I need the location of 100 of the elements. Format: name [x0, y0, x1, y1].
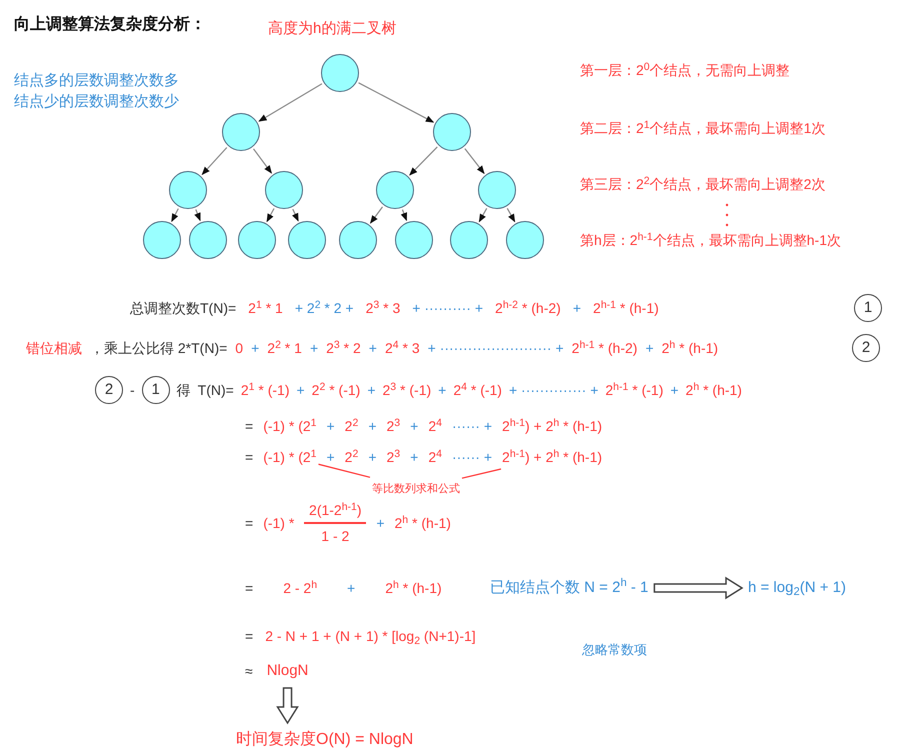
formula-term: +: [368, 339, 377, 358]
formula-term: 2$^{3}$ * 2: [326, 338, 361, 358]
note-text: 结点多的层数调整次数多: [14, 71, 179, 91]
equals-sign: =: [245, 579, 254, 598]
formula-term: 2$^{h}$ * (h-1): [686, 380, 742, 400]
formula-term: +: [368, 448, 376, 467]
circled-number: 2: [852, 334, 880, 362]
formula-term: 2$^{h-1}$ * (h-2): [572, 338, 638, 358]
formula-term: 2$^{1}$ * (-1): [240, 380, 290, 400]
formula-term: +: [326, 417, 335, 436]
formula-term: 2$^{h}$ * (h-1): [662, 338, 718, 358]
minus-sign: -: [130, 381, 135, 400]
formula-term: 2 - N + 1 + (N + 1) * [log$_{2}$ (N+1)-1]: [265, 627, 476, 646]
tree-caption: 高度为h的满二叉树: [268, 19, 396, 39]
annotation-text: 等比数列求和公式: [372, 478, 460, 500]
equals-sign: =: [245, 448, 254, 467]
arrow: [253, 148, 272, 174]
level-note: 第三层：2$^{2}$个结点，最坏需向上调整2次: [580, 174, 826, 194]
equals-sign: =: [245, 514, 254, 533]
circled-number: 1: [854, 294, 882, 322]
hollow-arrow: [276, 687, 299, 724]
formula-term: 2$^{2}$ * (-1): [312, 380, 360, 400]
formula-term: + 2$^{2}$ * 2 +: [294, 298, 354, 318]
arrow: [358, 82, 434, 123]
arrow: [400, 209, 408, 222]
formula-text: 已知结点个数 N = 2$^{h}$ - 1: [490, 577, 648, 599]
formula-term: +: [368, 417, 376, 436]
formula-term: ······ +: [452, 448, 492, 467]
arrow: [194, 209, 201, 222]
formula-term: 2$^{3}$ * 3: [366, 298, 400, 318]
formula-term: + ························ +: [428, 339, 564, 358]
arrow: [409, 146, 438, 176]
formula-term: (-1) *: [263, 514, 294, 533]
formula-term: 2(1-2$^{h-1}$): [309, 500, 362, 520]
formula-term: +: [367, 381, 376, 400]
formula-term: (-1) * (2$^{1}$: [263, 416, 316, 436]
formula-term: 1 - 2: [321, 526, 350, 546]
formula-term: +: [376, 514, 384, 533]
formula-term: 2$^{2}$: [344, 416, 358, 436]
formula-text: NlogN: [266, 660, 308, 682]
formula-term: +: [347, 579, 356, 598]
level-note: 第二层：2$^{1}$个结点，最坏需向上调整1次: [580, 118, 826, 138]
formula-term: +: [251, 339, 260, 358]
formula-text: 错位相减: [26, 339, 82, 358]
arrow: [478, 208, 488, 222]
formula-term: 2$^{3}$ * (-1): [382, 380, 432, 400]
arrow: [506, 208, 516, 222]
circled-number: 2: [95, 376, 123, 404]
arrow: [370, 206, 383, 224]
formula-term: +: [438, 381, 446, 400]
arrow: [202, 147, 228, 176]
hollow-arrow: [654, 576, 744, 600]
formula-term: (-1) * (2$^{1}$: [263, 447, 316, 467]
circled-number: 1: [142, 376, 170, 404]
formula-term: 2 - 2$^{h}$: [283, 578, 318, 598]
formula-term: ······ +: [452, 417, 492, 436]
formula-term: +: [310, 339, 318, 358]
formula-term: 2$^{1}$ * 1: [248, 298, 283, 318]
arrow: [171, 208, 179, 222]
formula-term: 2$^{h-2}$ * (h-2): [495, 298, 561, 318]
formula-term: +: [296, 381, 305, 400]
formula-term: 2$^{2}$ * 1: [267, 338, 302, 358]
formula-text: T(N)=: [198, 381, 234, 400]
formula-term: 2$^{h-1}$ * (h-1): [593, 298, 659, 318]
arrow: [258, 83, 322, 122]
equals-sign: =: [245, 417, 254, 436]
formula-text: 总调整次数T(N)=: [130, 299, 236, 318]
formula-term: 2$^{h}$ * (h-1): [385, 578, 442, 598]
formula-term: +: [410, 448, 418, 467]
note-text: 结点少的层数调整次数少: [14, 92, 179, 112]
arrow: [464, 148, 485, 174]
result-text: 时间复杂度O(N) = NlogN: [236, 729, 414, 751]
equals-sign: ≈: [245, 662, 253, 681]
formula-term: 2$^{3}$: [386, 447, 400, 467]
formula-term: 2$^{h}$ * (h-1): [394, 512, 451, 533]
title: 向上调整算法复杂度分析：: [14, 14, 206, 35]
formula-term: 2$^{h-1}$ * (-1): [605, 380, 664, 400]
formula-text: h = log$_{2}$(N + 1): [748, 577, 846, 599]
formula-term: 2$^{4}$: [428, 447, 442, 467]
note-text: 忽略常数项: [582, 641, 647, 659]
level-note: 第一层：2$^{0}$个结点，无需向上调整: [580, 60, 790, 80]
formula-term: +: [645, 339, 654, 358]
formula-term: +: [410, 417, 418, 436]
formula-term: +: [572, 299, 582, 318]
formula-term: +: [670, 381, 679, 400]
level-note: 第h层：2$^{h-1}$个结点，最坏需向上调整h-1次: [580, 230, 841, 250]
formula-term: 2$^{3}$: [386, 416, 400, 436]
equals-sign: =: [245, 627, 254, 646]
formula-term: 2$^{h-1}$) + 2$^{h}$ * (h-1): [502, 416, 602, 436]
formula-term: 2$^{4}$: [428, 416, 442, 436]
formula-term: + ·············· +: [508, 381, 598, 400]
formula-term: +: [326, 448, 335, 467]
formula-term: + ·········· +: [412, 299, 484, 318]
formula-term: 2$^{4}$ * (-1): [453, 380, 502, 400]
formula-term: 0: [235, 339, 244, 358]
formula-text: ，乘上公比得 2*T(N)=: [90, 339, 228, 358]
arrow: [266, 208, 275, 222]
formula-term: 2$^{2}$: [344, 447, 358, 467]
formula-term: 2$^{h-1}$) + 2$^{h}$ * (h-1): [502, 447, 602, 467]
formula-text: 得: [176, 381, 191, 400]
